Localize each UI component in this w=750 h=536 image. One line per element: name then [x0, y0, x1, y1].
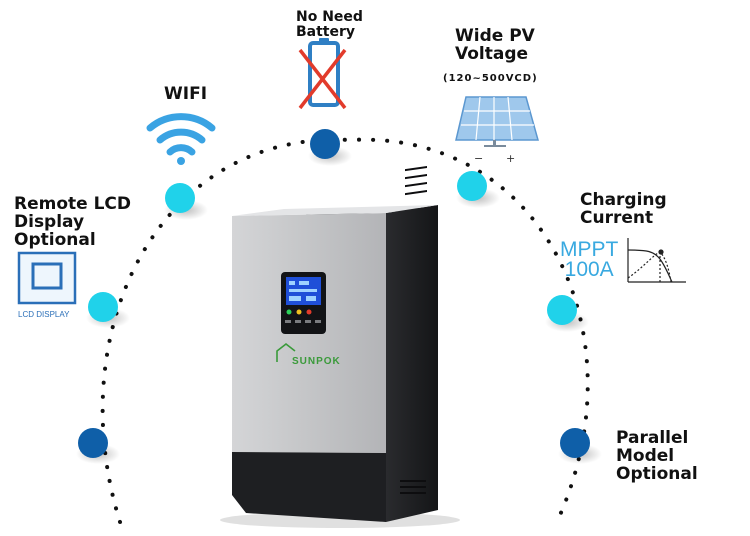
- label-no-need-battery: No Need Battery: [296, 9, 363, 40]
- dot-charging: [547, 295, 577, 325]
- label-parallel-model: Parallel Model Optional: [616, 428, 698, 484]
- arc-dots: [76, 129, 602, 464]
- dot-pv: [457, 171, 487, 201]
- panel-minus-sign: −: [474, 152, 483, 165]
- dot-left-bottom: [78, 428, 108, 458]
- dot-wifi: [165, 183, 195, 213]
- label-wifi: WIFI: [164, 84, 208, 104]
- wifi-icon: [146, 113, 216, 165]
- label-remote-lcd: Remote LCD Display Optional: [14, 194, 132, 250]
- dot-battery: [310, 129, 340, 159]
- mppt-rating: MPPT 100A: [560, 238, 619, 281]
- house-logo-icon: [276, 342, 296, 362]
- lcd-display-caption: LCD DISPLAY: [18, 310, 70, 319]
- mppt-curve-icon: [627, 238, 686, 283]
- panel-plus-sign: +: [506, 152, 515, 165]
- label-wide-pv-voltage: Wide PV Voltage: [455, 26, 535, 64]
- solar-panel-icon: [455, 96, 539, 147]
- pv-voltage-range: (120~500VCD): [443, 73, 538, 84]
- dot-remote-lcd: [88, 292, 118, 322]
- battery-icon: [298, 38, 347, 110]
- inverter-device: [220, 165, 460, 528]
- label-charging-current: Charging Current: [580, 190, 667, 228]
- dotted-arc: [100, 137, 590, 524]
- device-brand: SUNPOK: [292, 356, 341, 367]
- lcd-display-icon: [17, 251, 77, 305]
- dot-parallel: [560, 428, 590, 458]
